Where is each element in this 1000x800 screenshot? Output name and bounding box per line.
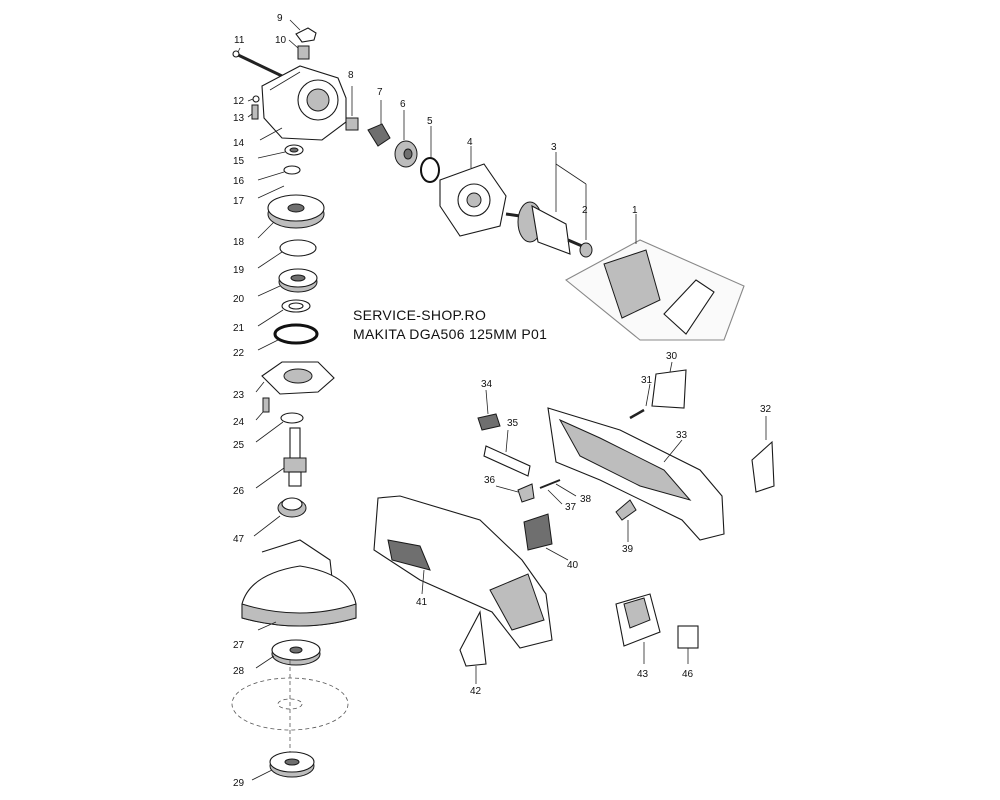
- label-part-35: 35: [507, 418, 519, 429]
- label-part-2: 2: [582, 205, 588, 216]
- label-part-20: 20: [233, 294, 245, 305]
- part-31-screw: [629, 383, 651, 420]
- part-47-nut: [253, 497, 307, 537]
- label-part-28: 28: [233, 666, 245, 677]
- label-part-34: 34: [481, 379, 493, 390]
- label-part-37: 37: [565, 502, 577, 513]
- grinding-wheel-outline: [231, 660, 349, 760]
- part-5-o-ring: [420, 126, 440, 183]
- label-part-13: 13: [233, 113, 245, 124]
- part-25-ring: [255, 412, 304, 443]
- label-part-38: 38: [580, 494, 592, 505]
- part-12-ring: [247, 95, 260, 103]
- part-32-bracket: [751, 416, 775, 493]
- label-part-27: 27: [233, 640, 245, 651]
- label-part-26: 26: [233, 486, 245, 497]
- part-3-armature: [505, 152, 587, 255]
- label-part-42: 42: [470, 686, 482, 697]
- part-40-controller: [523, 513, 569, 561]
- part-11-screw: [232, 47, 283, 78]
- part-19-retaining-ring: [257, 239, 317, 269]
- label-part-25: 25: [233, 440, 245, 451]
- label-part-41: 41: [416, 597, 428, 608]
- part-8-nut: [345, 86, 359, 131]
- label-part-16: 16: [233, 176, 245, 187]
- part-41-housing-half: [373, 495, 553, 649]
- label-part-3: 3: [551, 142, 557, 153]
- label-part-33: 33: [676, 430, 688, 441]
- part-15-bearing: [257, 144, 304, 159]
- label-part-15: 15: [233, 156, 245, 167]
- part-23-bearing-box: [255, 361, 335, 395]
- part-4-bearing-plate: [439, 146, 507, 237]
- leader-14: [259, 127, 283, 141]
- label-part-7: 7: [377, 87, 383, 98]
- part-20-ball-bearing: [257, 268, 318, 297]
- title-model: MAKITA DGA506 125MM P01: [353, 326, 548, 342]
- label-part-39: 39: [622, 544, 634, 555]
- part-22-o-ring: [257, 323, 319, 351]
- label-part-40: 40: [567, 560, 579, 571]
- label-part-8: 8: [348, 70, 354, 81]
- label-part-22: 22: [233, 348, 245, 359]
- part-36-switch-part: [495, 483, 535, 503]
- part-42-bracket: [459, 610, 487, 684]
- part-13-pin: [247, 104, 259, 120]
- part-18-bevel-gear: [257, 185, 325, 239]
- part-16-circlip: [257, 165, 301, 181]
- label-part-24: 24: [233, 417, 245, 428]
- label-part-19: 19: [233, 265, 245, 276]
- title-shop-name: SERVICE-SHOP.RO: [353, 307, 487, 323]
- part-35-switch-lever: [483, 429, 531, 477]
- part-28-inner-flange: [255, 639, 321, 669]
- part-34-switch-button: [477, 389, 501, 431]
- label-part-29: 29: [233, 778, 245, 789]
- label-part-30: 30: [666, 351, 678, 362]
- part-27-wheel-guard: [241, 539, 357, 631]
- part-46-label: [677, 625, 699, 664]
- label-part-36: 36: [484, 475, 496, 486]
- label-part-6: 6: [400, 99, 406, 110]
- part-33-housing-half: [547, 407, 725, 541]
- label-part-43: 43: [637, 669, 649, 680]
- label-part-21: 21: [233, 323, 245, 334]
- label-part-46: 46: [682, 669, 694, 680]
- label-part-17: 17: [233, 196, 245, 207]
- label-part-14: 14: [233, 138, 245, 149]
- part-6-bearing: [394, 110, 418, 168]
- label-part-47: 47: [233, 534, 245, 545]
- label-part-31: 31: [641, 375, 653, 386]
- part-7-pinion: [367, 100, 391, 147]
- part-9-lever: [289, 19, 317, 43]
- part-26-spindle: [255, 427, 307, 489]
- part-29-lock-nut: [251, 751, 315, 781]
- label-part-11: 11: [234, 35, 245, 46]
- label-part-5: 5: [427, 116, 433, 127]
- part-1-motor-assembly: [565, 214, 745, 341]
- label-part-4: 4: [467, 137, 473, 148]
- label-part-23: 23: [233, 390, 245, 401]
- part-37-38-spring-pin: [539, 479, 577, 505]
- part-43-battery-terminal: [615, 593, 661, 664]
- part-30-label: [651, 361, 687, 409]
- part-21-washer: [257, 299, 311, 327]
- label-part-32: 32: [760, 404, 772, 415]
- part-10-spring: [288, 39, 310, 60]
- label-part-9: 9: [277, 13, 283, 24]
- part-gear-housing: [261, 65, 347, 141]
- label-part-18: 18: [233, 237, 245, 248]
- part-24-screw: [255, 397, 270, 421]
- label-part-12: 12: [233, 96, 245, 107]
- part-2-bearing: [579, 184, 593, 258]
- label-part-1: 1: [632, 205, 638, 216]
- part-39-switch: [615, 499, 637, 542]
- label-part-10: 10: [275, 35, 287, 46]
